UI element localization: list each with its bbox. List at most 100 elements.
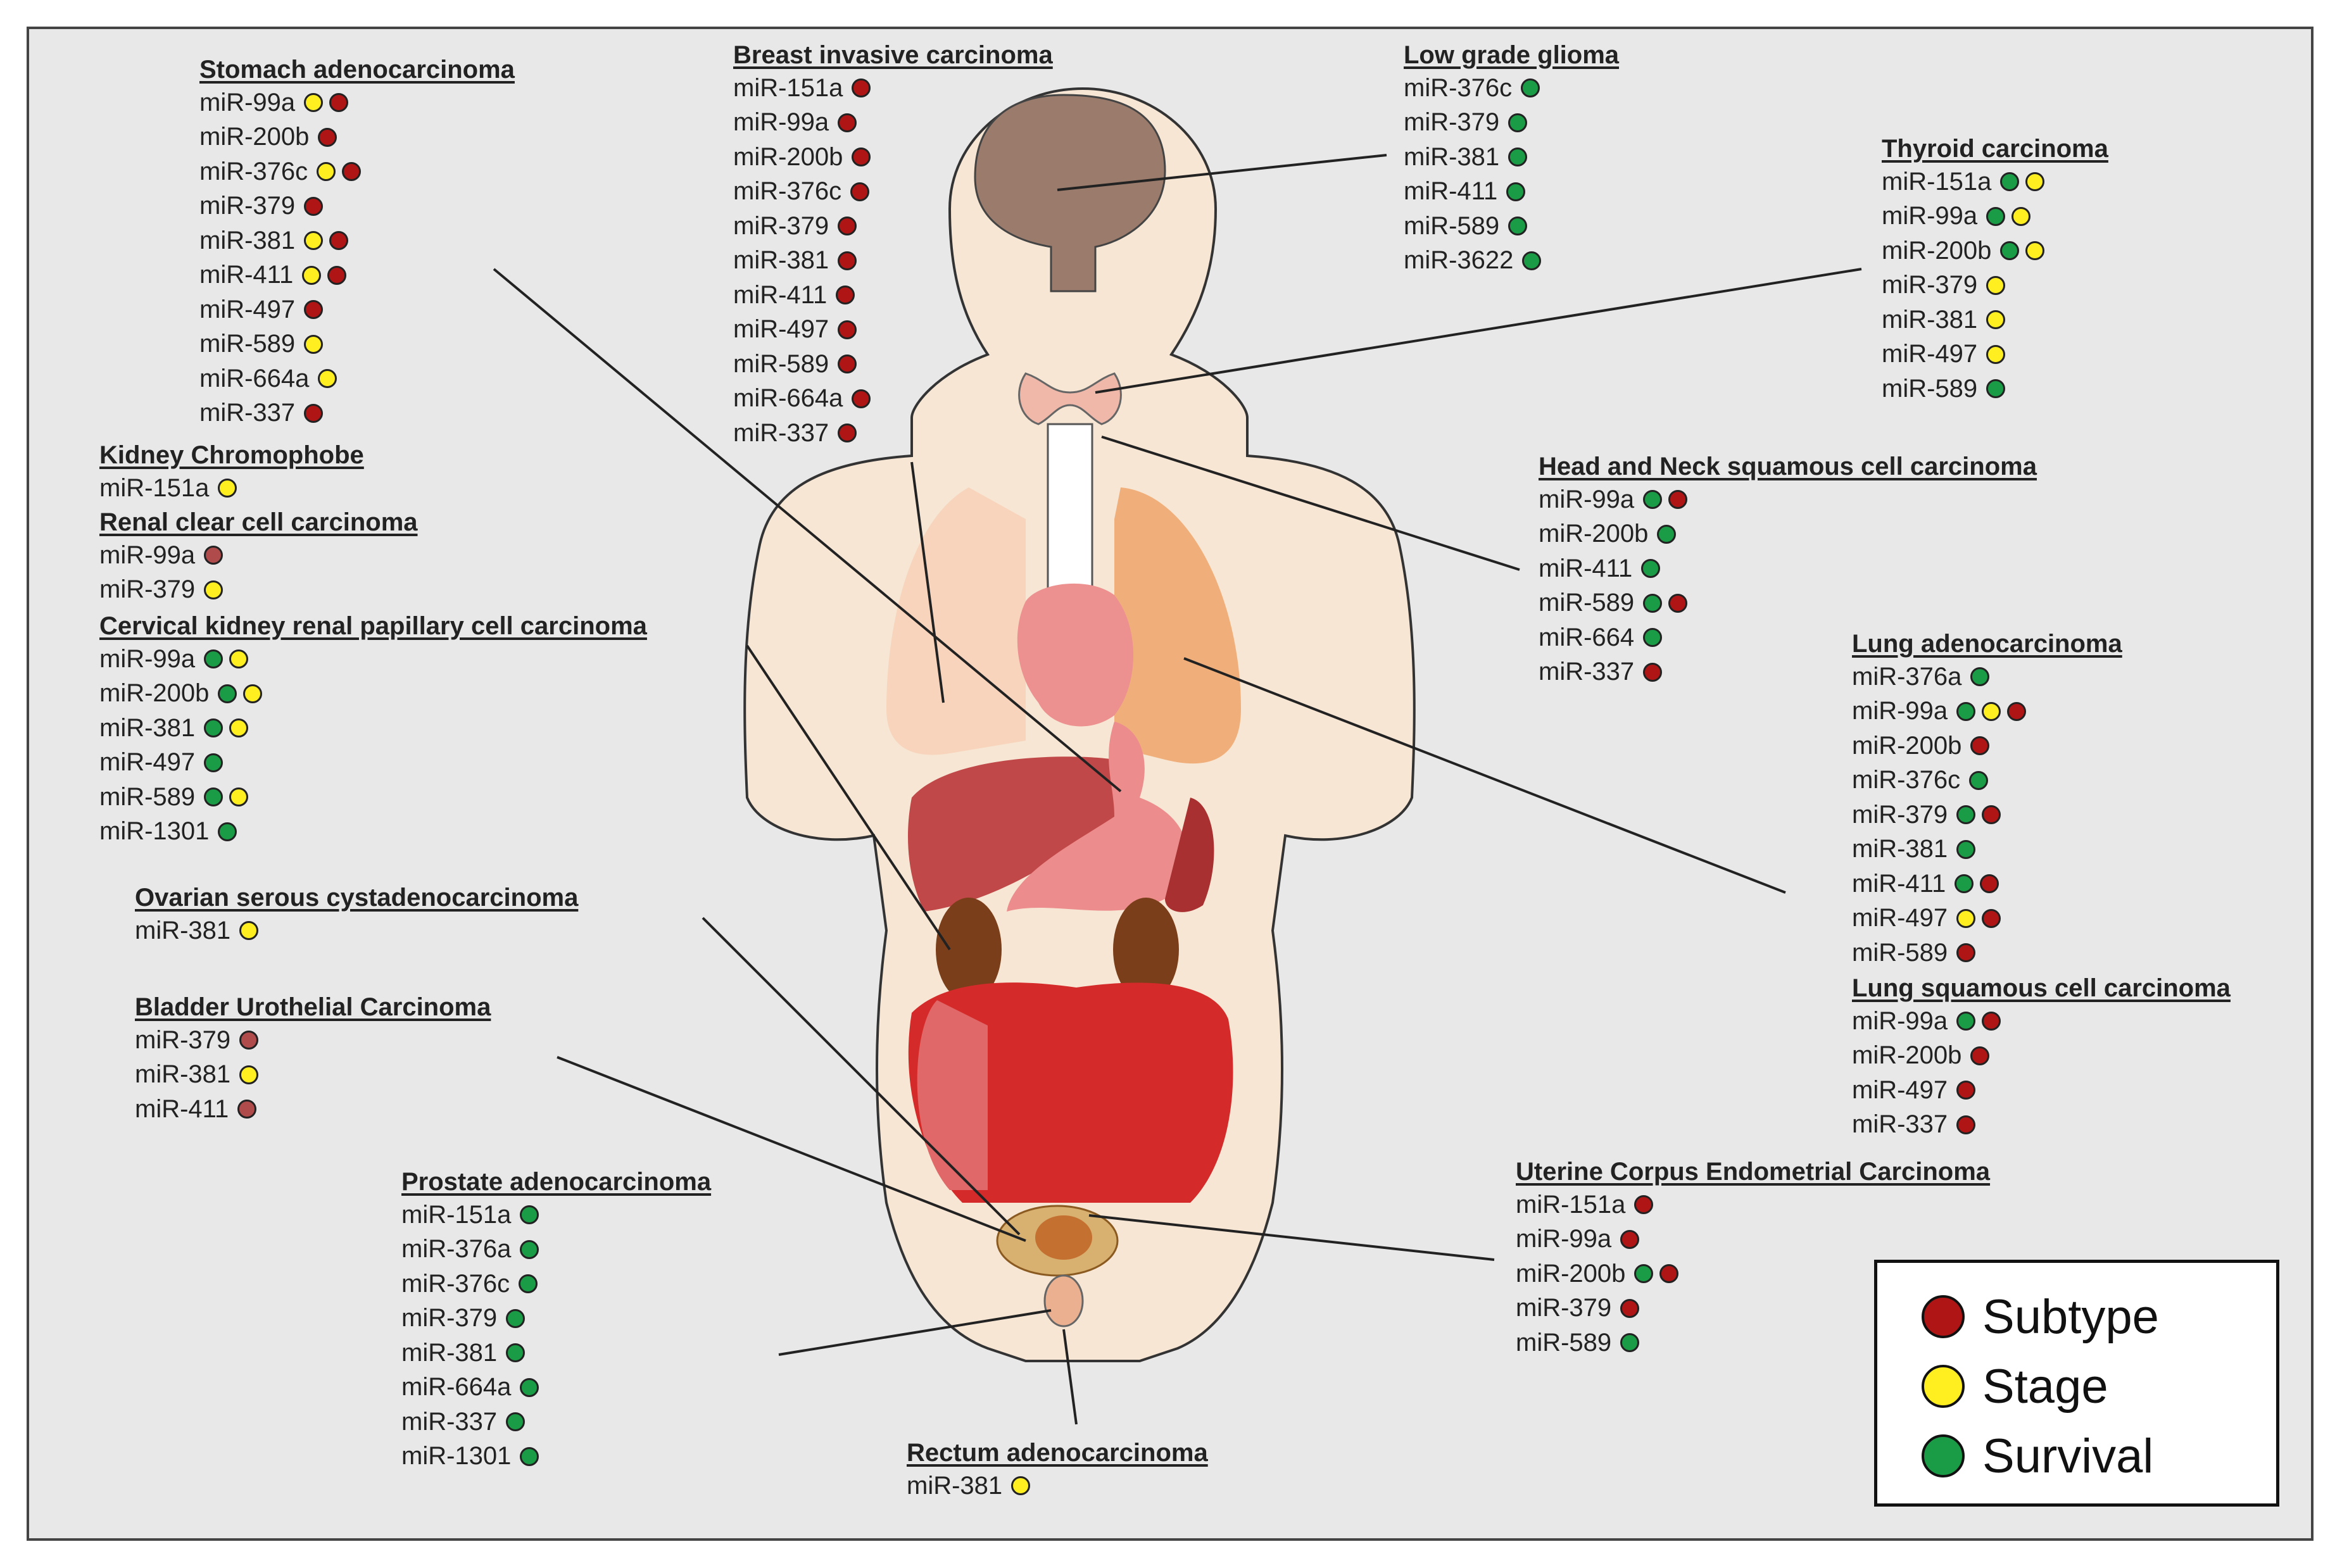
mirna-row: miR-664 (1539, 620, 2037, 655)
brain-shape (974, 94, 1166, 292)
legend-dot (1922, 1365, 1965, 1408)
mirna-row: miR-3622 (1404, 244, 1619, 279)
heart-shape (1017, 583, 1133, 727)
mirna-row: miR-376c (1852, 763, 2122, 798)
leader-thyroid (1095, 268, 1862, 394)
mirna-label: miR-99a (1539, 485, 1635, 513)
indicator-dots (1956, 701, 2027, 721)
mirna-label: miR-381 (1404, 142, 1500, 171)
mirna-label: miR-411 (199, 261, 294, 289)
leader-ovary (702, 917, 1021, 1236)
subtype-dot (852, 78, 871, 98)
indicator-dots (1986, 275, 2006, 295)
indicator-dots (204, 546, 223, 565)
subtype-dot (304, 300, 324, 320)
mirna-row: miR-411 (1852, 867, 2122, 901)
indicator-dots (1643, 490, 1688, 510)
indicator-dots (1634, 1195, 1654, 1215)
subtype-dot (2007, 701, 2027, 721)
subtype-dot (1982, 805, 2001, 825)
indicator-dots (506, 1308, 526, 1328)
leader-stomach (493, 268, 1122, 793)
mirna-row: miR-99a (1516, 1222, 1990, 1257)
indicator-dots (304, 231, 349, 251)
legend-dot (1922, 1434, 1965, 1477)
stage-dot (2025, 172, 2045, 192)
mirna-label: miR-664 (1539, 623, 1635, 651)
mirna-label: miR-200b (199, 123, 310, 151)
survival-dot (520, 1205, 539, 1225)
indicator-dots (838, 423, 857, 443)
mirna-label: miR-379 (135, 1025, 231, 1054)
subtype-dot (1982, 908, 2001, 928)
indicator-dots (1986, 310, 2006, 330)
indicator-dots (1956, 943, 1976, 963)
mirna-label: miR-376a (401, 1235, 512, 1264)
survival-dot (1508, 113, 1528, 132)
mirna-label: miR-411 (1539, 554, 1633, 582)
subtype-dot (1980, 874, 1999, 894)
muted-subtype-dot (239, 1031, 259, 1050)
subtype-dot (838, 216, 857, 236)
subtype-dot (1668, 593, 1688, 613)
stage-dot (1986, 275, 2006, 295)
mirna-row: miR-381 (1404, 140, 1619, 175)
indicator-dots (852, 147, 871, 167)
mirna-label: miR-200b (1539, 520, 1649, 548)
mirna-row: miR-379 (1404, 106, 1619, 141)
leader-glioma (1057, 154, 1387, 191)
stage-dot (1956, 908, 1976, 928)
leader-breast (910, 461, 945, 703)
uterus-shape (1035, 1215, 1092, 1260)
survival-dot (1506, 182, 1526, 201)
mirna-label: miR-381 (1882, 305, 1978, 334)
indicator-dots (317, 162, 362, 182)
cancer-title: Stomach adenocarcinoma (199, 56, 515, 84)
mirna-row: miR-376c (733, 175, 1053, 210)
subtype-dot (852, 389, 871, 408)
thyroid-shape (1018, 372, 1122, 425)
mirna-label: miR-200b (99, 679, 210, 708)
mirna-label: miR-337 (733, 418, 829, 447)
colon-shape (917, 1000, 988, 1190)
mirna-row: miR-337 (1852, 1108, 2231, 1143)
subtype-dot (304, 403, 324, 423)
indicator-dots (204, 649, 249, 669)
indicator-dots (1521, 78, 1540, 98)
indicator-dots (1970, 1046, 1990, 1065)
mirna-row: miR-497 (1852, 1073, 2231, 1108)
mirna-row: miR-151a (1882, 165, 2108, 199)
mirna-row: miR-381 (1852, 832, 2122, 867)
mirna-row: miR-99a (1539, 482, 2037, 517)
cancer-title: Cervical kidney renal papillary cell car… (99, 612, 647, 640)
mirna-row: miR-411 (199, 258, 515, 293)
mirna-label: miR-376c (199, 157, 308, 185)
survival-dot (1508, 216, 1528, 236)
mirna-row: miR-337 (1539, 655, 2037, 690)
indicator-dots (1970, 736, 1990, 756)
mirna-label: miR-376a (1852, 662, 1962, 691)
subtype-dot (304, 196, 324, 216)
cancer-title: Renal clear cell carcinoma (99, 508, 418, 536)
survival-dot (1508, 147, 1528, 167)
indicator-dots (1956, 805, 2001, 825)
mirna-row: miR-376a (401, 1232, 711, 1267)
left-kidney (936, 898, 1002, 1001)
survival-dot (1956, 805, 1976, 825)
mirna-row: miR-379 (1882, 268, 2108, 303)
survival-dot (204, 753, 223, 772)
mirna-row: miR-381 (907, 1469, 1208, 1503)
indicator-dots (520, 1239, 539, 1259)
leader-rectum (1062, 1329, 1078, 1425)
mirna-row: miR-379 (135, 1023, 491, 1058)
mirna-row: miR-379 (1516, 1291, 1990, 1326)
survival-dot (1986, 379, 2006, 399)
survival-dot (506, 1308, 526, 1328)
mirna-label: miR-381 (135, 1060, 231, 1089)
survival-dot (218, 684, 237, 703)
indicator-dots (1986, 344, 2006, 364)
indicator-dots (1508, 147, 1528, 167)
